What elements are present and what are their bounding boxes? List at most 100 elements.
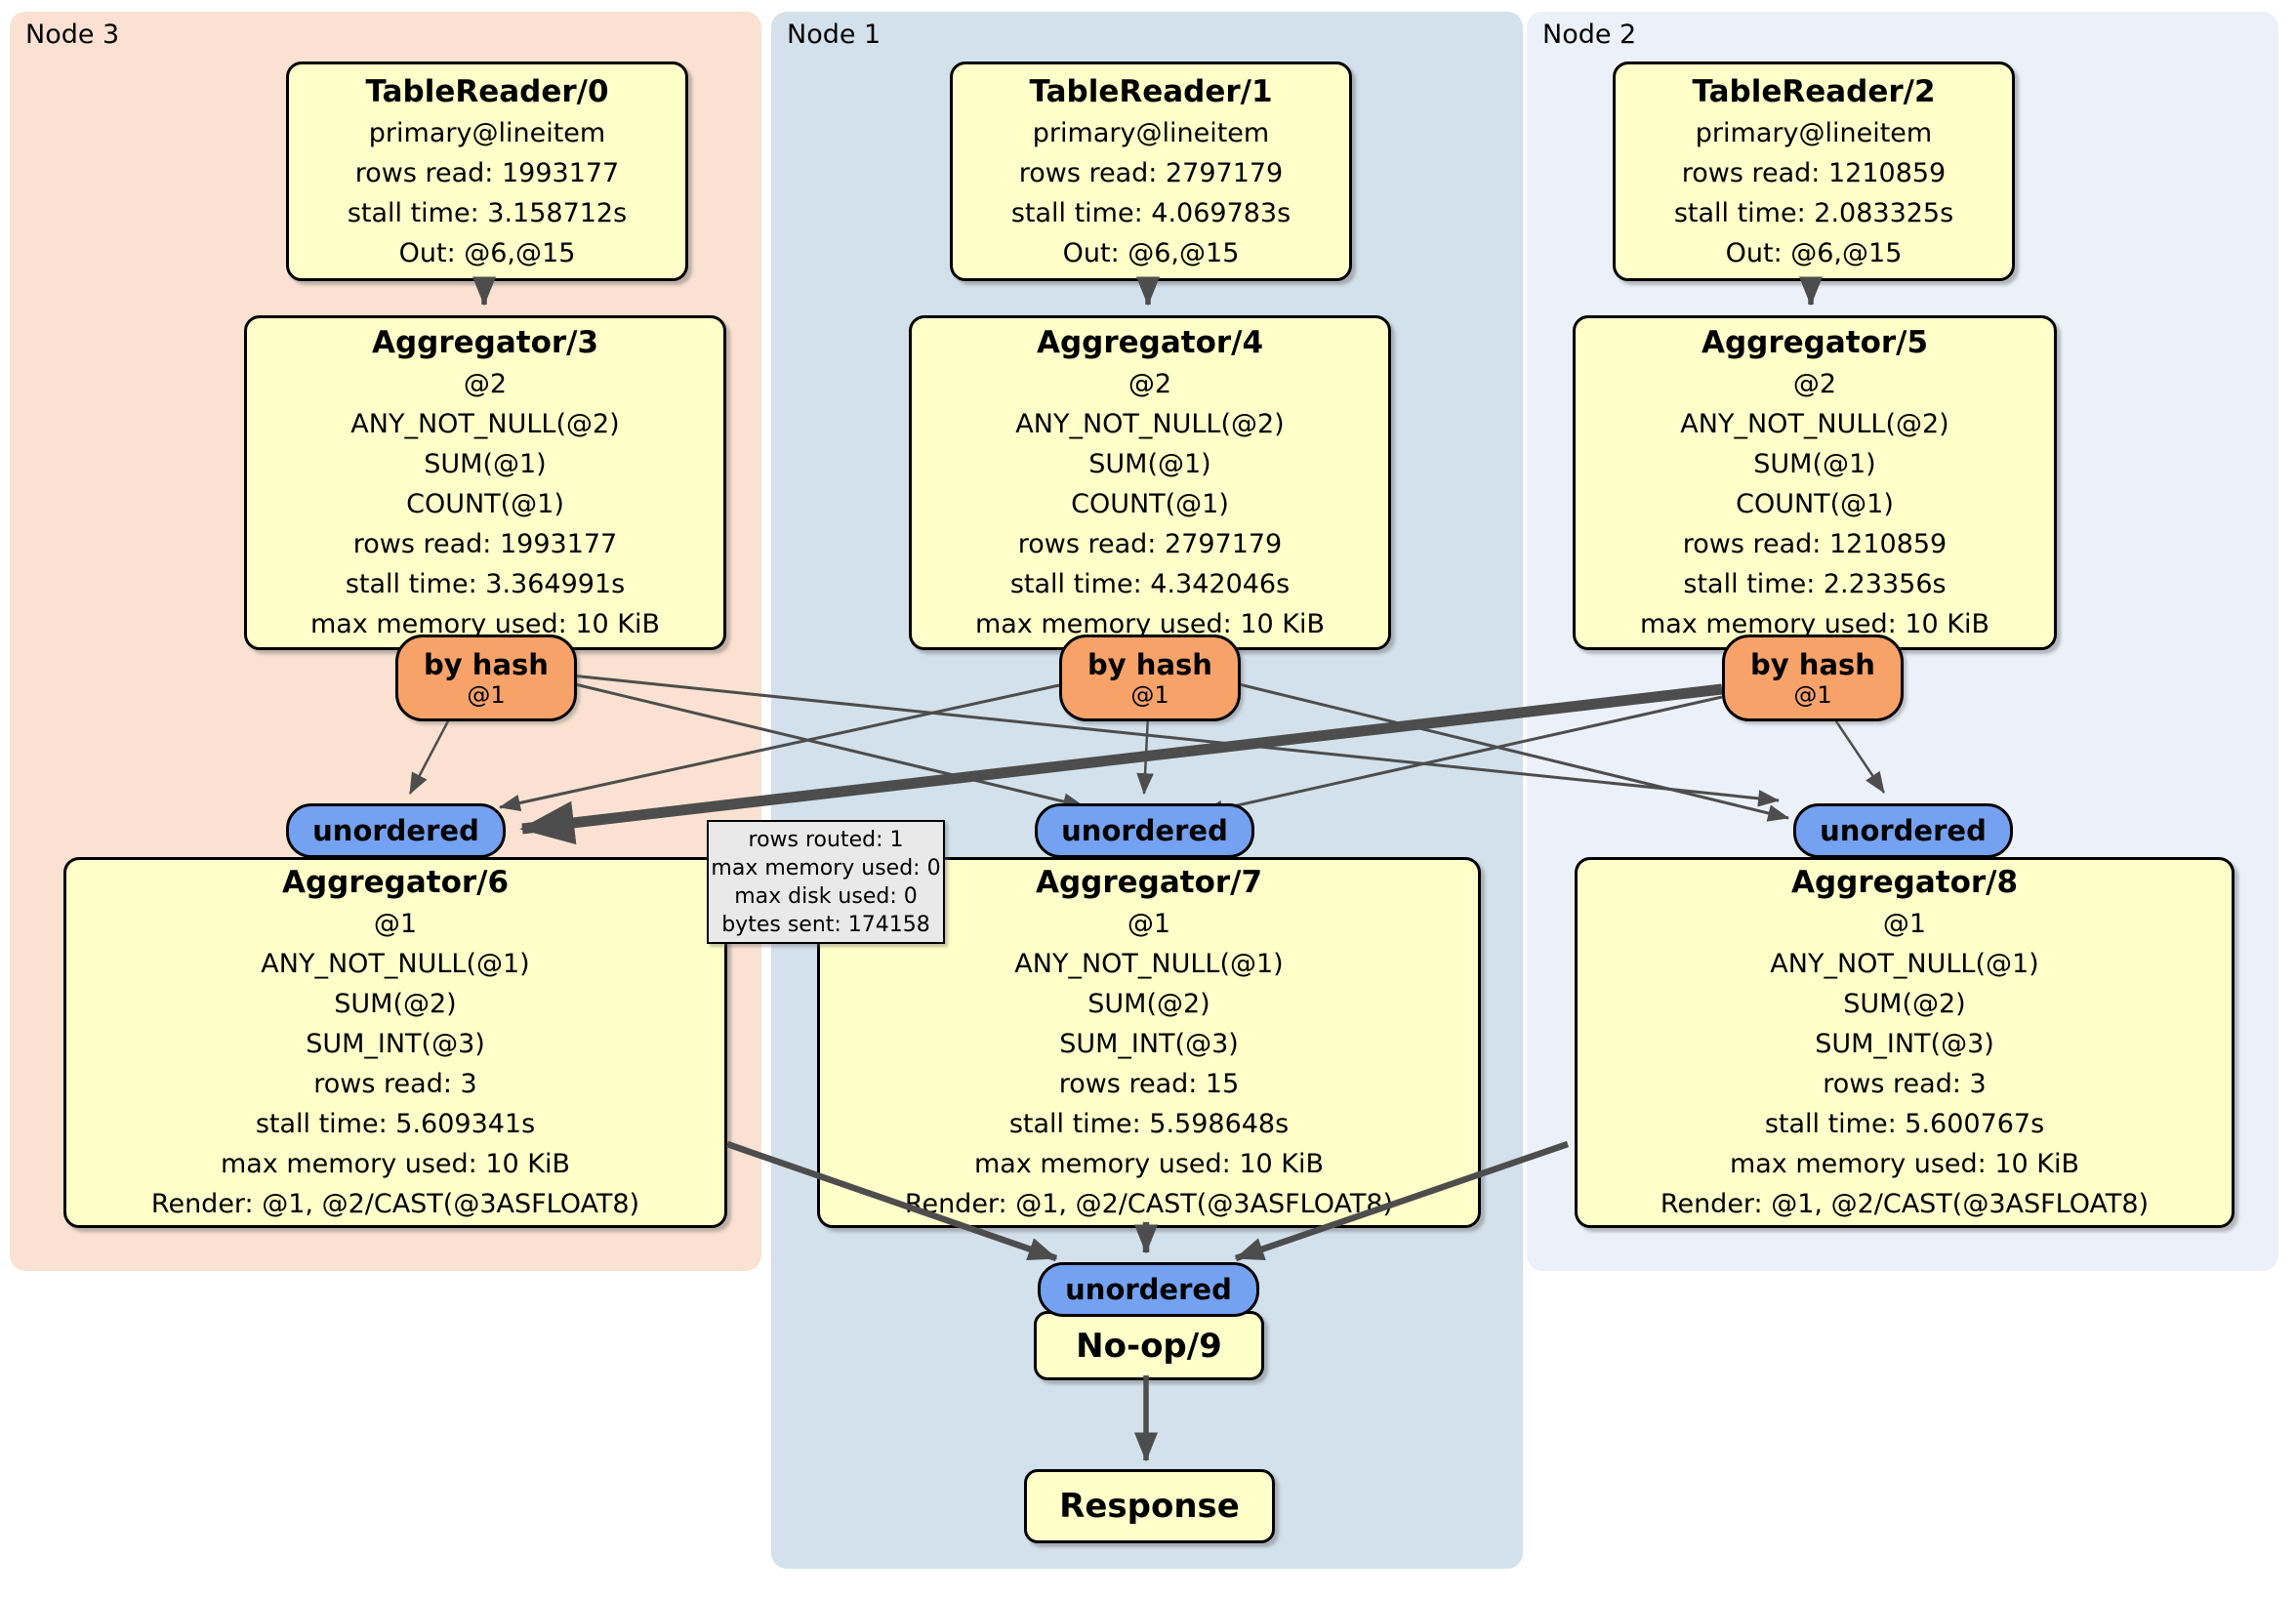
node-detail: Out: @6,@15 xyxy=(398,237,576,268)
edge-stats-tooltip: rows routed: 1 max memory used: 0 max di… xyxy=(707,820,945,944)
stream-unordered-noop9[interactable]: unordered xyxy=(1038,1262,1259,1317)
node-detail: Render: @1, @2/CAST(@3ASFLOAT8) xyxy=(1660,1189,2150,1219)
node-detail: primary@lineitem xyxy=(1032,117,1270,148)
node-detail: stall time: 3.158712s xyxy=(347,197,628,228)
node-detail: max memory used: 10 KiB xyxy=(973,1149,1325,1179)
node-title: Aggregator/4 xyxy=(1036,325,1264,360)
node-detail: SUM_INT(@3) xyxy=(1059,1029,1239,1059)
node-detail: stall time: 2.083325s xyxy=(1673,197,1954,228)
node-detail: primary@lineitem xyxy=(368,117,606,148)
node-detail: rows read: 2797179 xyxy=(1018,157,1284,188)
node-detail: rows read: 1993177 xyxy=(354,157,620,188)
node-detail: ANY_NOT_NULL(@1) xyxy=(1014,949,1284,979)
node-title: TableReader/2 xyxy=(1692,73,1936,109)
node-title: TableReader/0 xyxy=(365,73,609,109)
node-detail: stall time: 2.23356s xyxy=(1683,569,1947,599)
tooltip-line: max disk used: 0 xyxy=(734,883,918,909)
node-detail: rows read: 15 xyxy=(1058,1069,1240,1099)
node-detail: primary@lineitem xyxy=(1695,117,1933,148)
node-detail: SUM(@2) xyxy=(1087,989,1210,1019)
tooltip-line: max memory used: 0 xyxy=(711,855,941,880)
node-detail: @2 xyxy=(1792,369,1837,399)
node-detail: @1 xyxy=(373,909,418,939)
node-detail: COUNT(@1) xyxy=(1071,489,1229,519)
plan-node-aggregator-8: Aggregator/8 @1 ANY_NOT_NULL(@1) SUM(@2)… xyxy=(1575,857,2234,1228)
node-detail: max memory used: 10 KiB xyxy=(220,1149,571,1179)
node-detail: stall time: 3.364991s xyxy=(345,569,626,599)
hash-router-aggregator4[interactable]: by hash @1 xyxy=(1059,635,1241,721)
panel-node-2-label: Node 2 xyxy=(1542,20,1637,50)
stream-unordered-aggregator8[interactable]: unordered xyxy=(1793,803,2013,858)
node-title: Aggregator/6 xyxy=(281,865,510,900)
node-detail: SUM(@2) xyxy=(334,989,457,1019)
node-title: Aggregator/7 xyxy=(1035,865,1263,900)
plan-node-aggregator-6: Aggregator/6 @1 ANY_NOT_NULL(@1) SUM(@2)… xyxy=(63,857,727,1228)
hash-router-aggregator3[interactable]: by hash @1 xyxy=(395,635,577,721)
node-detail: Out: @6,@15 xyxy=(1725,237,1903,268)
router-column: @1 xyxy=(1793,680,1832,709)
node-detail: stall time: 4.342046s xyxy=(1009,569,1291,599)
stream-label: unordered xyxy=(312,814,479,847)
plan-node-noop-9: No-op/9 xyxy=(1034,1311,1264,1380)
node-detail: ANY_NOT_NULL(@2) xyxy=(1680,409,1949,439)
node-title: Aggregator/3 xyxy=(371,325,599,360)
node-detail: rows read: 1210859 xyxy=(1682,529,1948,559)
tooltip-line: bytes sent: 174158 xyxy=(721,912,930,937)
node-detail: ANY_NOT_NULL(@2) xyxy=(350,409,620,439)
node-detail: ANY_NOT_NULL(@1) xyxy=(261,949,530,979)
node-detail: SUM(@2) xyxy=(1843,989,1966,1019)
stream-label: unordered xyxy=(1065,1273,1232,1306)
node-detail: @2 xyxy=(1128,369,1172,399)
node-detail: ANY_NOT_NULL(@2) xyxy=(1015,409,1285,439)
plan-node-aggregator-3: Aggregator/3 @2 ANY_NOT_NULL(@2) SUM(@1)… xyxy=(244,315,726,650)
node-detail: rows read: 3 xyxy=(313,1069,477,1099)
node-detail: @1 xyxy=(1127,909,1171,939)
plan-node-aggregator-5: Aggregator/5 @2 ANY_NOT_NULL(@2) SUM(@1)… xyxy=(1573,315,2057,650)
router-label: by hash xyxy=(424,647,549,681)
router-column: @1 xyxy=(467,680,506,709)
node-detail: COUNT(@1) xyxy=(406,489,564,519)
node-detail: ANY_NOT_NULL(@1) xyxy=(1770,949,2039,979)
node-detail: SUM_INT(@3) xyxy=(306,1029,485,1059)
node-title: No-op/9 xyxy=(1076,1326,1222,1366)
node-detail: SUM_INT(@3) xyxy=(1815,1029,1994,1059)
plan-node-tablereader-1: TableReader/1 primary@lineitem rows read… xyxy=(950,61,1352,281)
node-title: TableReader/1 xyxy=(1029,73,1273,109)
stream-unordered-aggregator6[interactable]: unordered xyxy=(286,803,506,858)
router-column: @1 xyxy=(1130,680,1169,709)
router-label: by hash xyxy=(1087,647,1212,681)
node-detail: max memory used: 10 KiB xyxy=(974,609,1326,639)
node-detail: max memory used: 10 KiB xyxy=(1639,609,1990,639)
node-detail: stall time: 5.609341s xyxy=(255,1109,536,1139)
panel-node-1-label: Node 1 xyxy=(787,20,882,50)
node-detail: Render: @1, @2/CAST(@3ASFLOAT8) xyxy=(150,1189,640,1219)
plan-node-tablereader-2: TableReader/2 primary@lineitem rows read… xyxy=(1613,61,2015,281)
node-detail: stall time: 4.069783s xyxy=(1010,197,1292,228)
node-detail: rows read: 3 xyxy=(1823,1069,1987,1099)
node-detail: Render: @1, @2/CAST(@3ASFLOAT8) xyxy=(904,1189,1394,1219)
node-title: Aggregator/5 xyxy=(1701,325,1929,360)
node-detail: COUNT(@1) xyxy=(1736,489,1894,519)
plan-node-response: Response xyxy=(1024,1469,1275,1543)
router-label: by hash xyxy=(1750,647,1875,681)
stream-label: unordered xyxy=(1820,814,1987,847)
node-detail: max memory used: 10 KiB xyxy=(309,609,661,639)
node-detail: SUM(@1) xyxy=(1753,449,1876,479)
node-detail: SUM(@1) xyxy=(1088,449,1211,479)
panel-node-3-label: Node 3 xyxy=(25,20,120,50)
hash-router-aggregator5[interactable]: by hash @1 xyxy=(1722,635,1904,721)
node-detail: SUM(@1) xyxy=(424,449,547,479)
stream-label: unordered xyxy=(1061,814,1228,847)
node-detail: rows read: 1993177 xyxy=(352,529,618,559)
stream-unordered-aggregator7[interactable]: unordered xyxy=(1035,803,1254,858)
node-detail: rows read: 1210859 xyxy=(1681,157,1947,188)
node-detail: max memory used: 10 KiB xyxy=(1729,1149,2080,1179)
node-detail: @1 xyxy=(1882,909,1927,939)
node-detail: stall time: 5.600767s xyxy=(1764,1109,2045,1139)
node-detail: stall time: 5.598648s xyxy=(1008,1109,1290,1139)
plan-node-tablereader-0: TableReader/0 primary@lineitem rows read… xyxy=(286,61,688,281)
tooltip-line: rows routed: 1 xyxy=(748,827,904,852)
node-detail: rows read: 2797179 xyxy=(1017,529,1283,559)
node-title: Aggregator/8 xyxy=(1790,865,2019,900)
